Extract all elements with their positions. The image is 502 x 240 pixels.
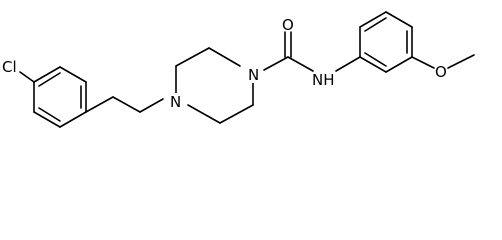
bond-n-carbonyl (263, 56, 289, 71)
o-carbonyl-label: O (282, 16, 294, 34)
bond (385, 56, 413, 73)
atom-label-o-methoxy: O (435, 63, 447, 81)
bond-carbonyl-nh (287, 56, 314, 72)
bond (208, 47, 241, 67)
aromatic-bond (364, 17, 387, 32)
bond (59, 66, 87, 83)
atom-label-o-carbonyl: O (282, 16, 294, 34)
atom-label-nh: NH (312, 71, 335, 89)
chlorophenyl-ring (33, 66, 87, 128)
bond (33, 111, 61, 128)
bond (33, 66, 61, 83)
bond (385, 11, 413, 28)
n-amide-label: N (248, 66, 259, 84)
piperazine-ring (175, 47, 254, 124)
nh-label: NH (312, 71, 335, 89)
bond (187, 104, 221, 124)
bond (175, 47, 210, 67)
bond-cl (19, 71, 35, 83)
aromatic-bond (38, 107, 61, 122)
atom-label-cl: Cl (2, 58, 17, 76)
n-benzyl-label: N (170, 93, 181, 111)
bond (219, 104, 254, 124)
bond-aryl-o (411, 56, 435, 69)
structure-canvas: Cl N N O NH O (2, 11, 475, 128)
atom-label-n-benzyl: N (169, 93, 182, 111)
cl-label: Cl (2, 58, 17, 76)
bond-nh-aryl (335, 56, 361, 72)
bond-benzyl (112, 96, 141, 113)
aromatic-bond (364, 52, 387, 67)
aromatic-bond (38, 72, 61, 87)
molecule-drawing: Cl N N O NH O (2, 11, 475, 128)
bond-o-methyl (447, 54, 475, 69)
o-methoxy-label: O (435, 63, 447, 81)
bond (359, 56, 387, 73)
atom-label-n-amide: N (246, 66, 259, 84)
bond-ch2-n (139, 98, 164, 113)
bond-benzyl (85, 96, 114, 113)
bond (59, 111, 87, 128)
bond (359, 11, 387, 28)
methoxyphenyl-ring (359, 11, 413, 73)
